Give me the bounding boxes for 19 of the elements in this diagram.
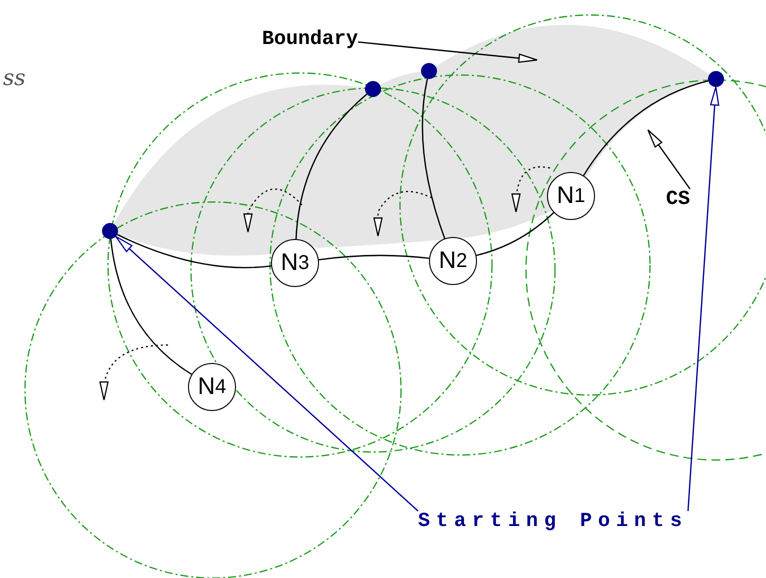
path-curve (422, 78, 446, 239)
callout-label: CS (666, 188, 690, 211)
arrow (687, 86, 720, 512)
path-curve (318, 254, 430, 260)
starting-point-dot (708, 71, 724, 87)
callout-label: Starting Points (418, 510, 688, 533)
path-curve (295, 94, 368, 240)
callout-label: Boundary (262, 28, 358, 51)
leader-line (358, 41, 538, 63)
starting-point-dot (365, 81, 381, 97)
partial-text: ss (3, 66, 26, 91)
starting-point-dot (421, 63, 437, 79)
starting-point-dot (102, 223, 118, 239)
path-curve (116, 234, 272, 268)
path-curve (583, 80, 708, 176)
leader-line (647, 129, 691, 190)
path-curve (476, 212, 554, 256)
arrow (115, 236, 418, 512)
path-curve (110, 238, 192, 375)
